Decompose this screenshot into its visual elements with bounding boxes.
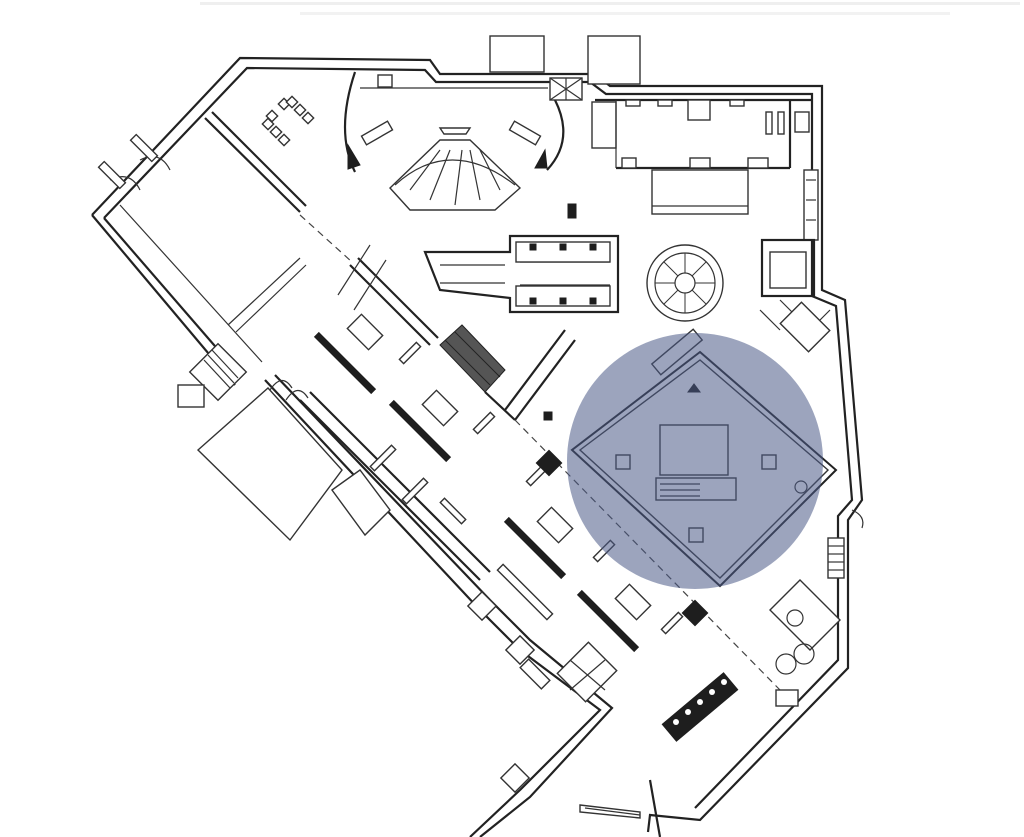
central-display-islands xyxy=(423,234,620,314)
fan-seating-area xyxy=(343,71,583,219)
faint-header-text xyxy=(200,2,1020,15)
gallery-walls xyxy=(299,214,799,707)
left-room xyxy=(119,111,391,542)
bottom-entrance xyxy=(579,779,662,837)
lower-service-core xyxy=(466,590,618,794)
highlight-region xyxy=(567,333,823,589)
service-room-right xyxy=(759,238,831,353)
lounge-chairs xyxy=(261,95,315,147)
office-block xyxy=(591,98,819,241)
spiral-staircase xyxy=(646,244,724,322)
reception-desk xyxy=(661,672,739,742)
entry-doors-left xyxy=(97,133,171,191)
right-stair xyxy=(769,509,864,675)
